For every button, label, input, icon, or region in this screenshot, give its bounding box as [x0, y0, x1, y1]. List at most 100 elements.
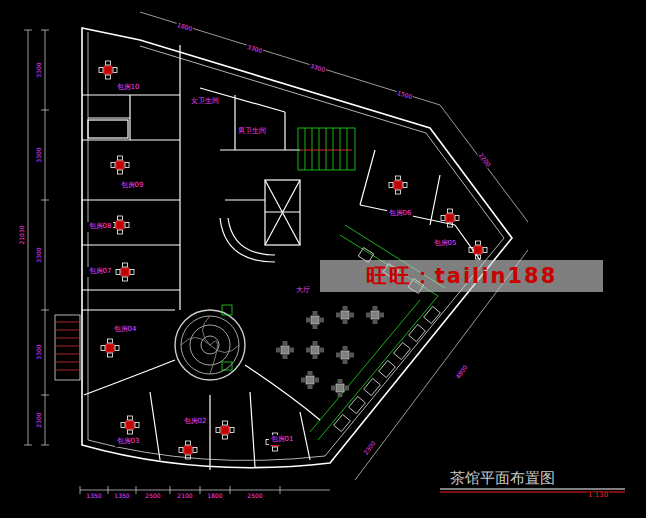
dimension-lines	[45, 30, 46, 445]
side-stair	[55, 315, 80, 380]
room-name: 女卫生间	[191, 98, 219, 106]
room-label-box: 包房09	[119, 181, 146, 191]
room-label-box: 包房01	[269, 435, 296, 445]
interior-walls	[245, 365, 320, 420]
dimension-text: 3300	[36, 61, 42, 78]
room-tables	[116, 263, 134, 281]
dimension-lines	[80, 486, 81, 494]
interior-walls	[179, 45, 180, 310]
dimension-text: 1350	[85, 493, 102, 499]
interior-walls	[82, 289, 180, 290]
dimension-text: 2200	[477, 151, 492, 168]
dimension-lines	[108, 486, 109, 494]
room-name: 包房09	[121, 182, 144, 190]
dimension-lines	[230, 486, 231, 494]
booth-seats	[409, 324, 426, 341]
outer-walls	[82, 28, 512, 468]
interior-walls	[228, 218, 275, 255]
dimension-lines	[41, 30, 49, 31]
side-stair	[55, 362, 80, 363]
staircase	[298, 128, 355, 170]
side-stair	[55, 338, 80, 339]
booth-seats	[349, 396, 366, 413]
room-tables	[441, 209, 459, 227]
room-name: 大厅	[296, 287, 310, 295]
interior-walls	[88, 120, 128, 138]
booth-seats	[364, 378, 381, 395]
interior-walls	[265, 180, 300, 245]
dimension-lines	[170, 486, 171, 494]
room-name: 包房07	[89, 268, 112, 276]
room-name: 包房02	[184, 418, 207, 426]
scale-note: 1:130	[587, 492, 609, 499]
room-label-box: 男卫生间	[236, 127, 268, 137]
interior-walls	[265, 211, 300, 212]
room-label-box: 包房04	[112, 325, 139, 335]
room-label-box: 包房07	[87, 267, 114, 277]
dimension-lines	[136, 486, 137, 494]
interior-walls	[360, 150, 375, 205]
staircase	[300, 150, 352, 151]
booth-seats	[424, 306, 441, 323]
interior-walls	[82, 199, 180, 200]
room-tables	[121, 416, 139, 434]
interior-walls	[225, 199, 265, 200]
room-tables	[99, 61, 117, 79]
dimension-lines	[24, 445, 32, 446]
room-name: 男卫生间	[238, 128, 266, 136]
room-tables	[216, 421, 234, 439]
hall-bar	[310, 300, 420, 432]
room-name: 包房04	[114, 326, 137, 334]
staircase	[326, 128, 327, 170]
room-label-box: 女卫生间	[189, 97, 221, 107]
central-fountain	[181, 316, 239, 374]
side-stair	[55, 330, 80, 331]
side-stair	[55, 354, 80, 355]
hall-tables	[336, 306, 354, 324]
central-fountain	[175, 305, 245, 380]
room-tables	[111, 156, 129, 174]
room-label-box: 包房02	[182, 417, 209, 427]
dimension-text: 3300	[36, 343, 42, 360]
room-name: 包房10	[117, 84, 140, 92]
interior-walls	[84, 360, 175, 395]
side-stair	[55, 370, 80, 371]
staircase	[305, 128, 306, 170]
interior-walls	[360, 205, 455, 225]
room-name: 包房08	[89, 223, 112, 231]
dimension-text: 2300	[36, 411, 42, 428]
staircase	[340, 128, 341, 170]
room-label-box: 包房06	[387, 209, 414, 219]
dimension-lines	[41, 200, 49, 201]
interior-walls	[265, 180, 300, 245]
dimension-text: 3300	[36, 146, 42, 163]
interior-walls	[220, 149, 300, 150]
staircase	[333, 128, 334, 170]
hall-tables	[306, 341, 324, 359]
room-name: 包房06	[389, 210, 412, 218]
interior-walls	[82, 244, 180, 245]
hall-tables	[276, 306, 384, 397]
interior-walls	[234, 95, 235, 150]
interior-walls	[150, 392, 160, 460]
outer-walls	[88, 32, 504, 460]
central-fountain	[222, 305, 232, 315]
central-fountain	[222, 362, 232, 370]
interior-walls	[284, 112, 285, 150]
dimension-lines	[440, 105, 528, 222]
dimension-text: 1800	[176, 22, 194, 33]
interior-walls	[209, 395, 210, 470]
dimension-text: 1800	[206, 493, 223, 499]
dimension-text: 1350	[113, 493, 130, 499]
booth-seats	[394, 342, 411, 359]
room-label-box: 包房05	[432, 239, 459, 249]
staircase	[298, 128, 355, 170]
interior-walls	[82, 309, 175, 310]
room-tables	[389, 176, 407, 194]
staircase	[347, 128, 348, 170]
hall-tables	[301, 371, 319, 389]
title-underline	[440, 488, 625, 489]
room-label-box: 包房08	[87, 222, 114, 232]
staircase	[312, 128, 313, 170]
